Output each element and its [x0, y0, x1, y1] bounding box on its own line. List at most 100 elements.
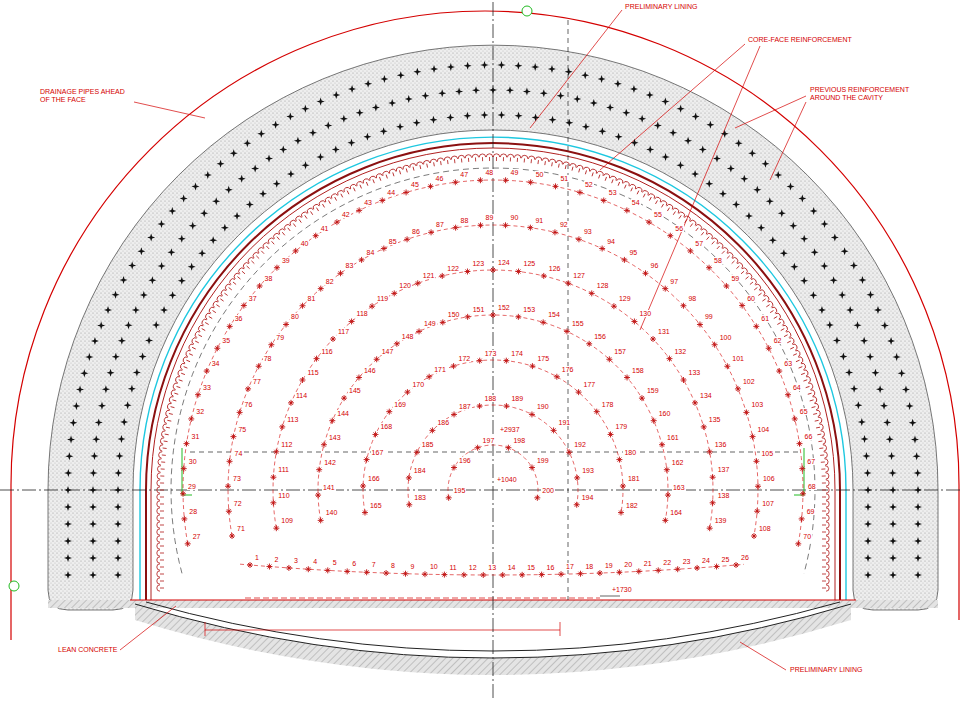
perimeter-hole: [472, 154, 479, 162]
reinforcement-star: [472, 86, 480, 94]
perimeter-hole: [157, 494, 164, 500]
hole-number: 124: [497, 259, 511, 266]
hole-number: 26: [740, 554, 750, 561]
hole-number: 29: [187, 483, 197, 490]
hole-number: 189: [510, 395, 524, 402]
hole-number: 90: [509, 214, 519, 221]
reinforcement-star: [854, 401, 862, 409]
hole-number: 116: [321, 348, 334, 355]
reinforcement-star: [889, 520, 897, 528]
perimeter-hole: [569, 163, 577, 172]
hole-number: 67: [806, 458, 816, 465]
reinforcement-star: [898, 369, 906, 377]
fibreglass-hole: [503, 358, 509, 364]
reinforcement-star: [413, 119, 421, 127]
reinforcement-star: [914, 503, 922, 511]
reinforcement-star: [114, 537, 122, 545]
perimeter-hole: [748, 277, 758, 286]
hole-number: 91: [534, 217, 544, 224]
reinforcement-star: [864, 486, 872, 494]
hole-number: 193: [581, 467, 595, 474]
perimeter-hole: [734, 261, 744, 271]
fibreglass-hole: [329, 418, 335, 424]
reinforcement-star: [89, 537, 97, 545]
hole-number: 163: [672, 484, 686, 491]
reinforcement-star: [157, 220, 165, 228]
hole-number: 159: [646, 387, 660, 394]
reinforcement-star: [69, 419, 77, 427]
hole-number: 59: [730, 275, 740, 282]
fibreglass-hole: [452, 179, 458, 185]
reinforcement-star: [148, 276, 156, 284]
fibreglass-hole: [257, 283, 263, 289]
callout-label: PRELIMINARY LINING: [790, 666, 863, 674]
leader-line: [134, 102, 205, 118]
reinforcement-star: [757, 224, 765, 232]
reinforcement-star: [380, 75, 388, 83]
reinforcement-star: [902, 386, 910, 394]
perimeter-hole: [693, 223, 702, 233]
hole-number: 198: [512, 437, 526, 444]
fibreglass-hole: [500, 572, 506, 578]
reinforcement-star: [265, 155, 273, 163]
reinforcement-star: [630, 85, 638, 93]
reinforcement-star: [833, 337, 841, 345]
hole-number: 98: [687, 295, 697, 302]
hole-number: 8: [390, 562, 396, 569]
perimeter-hole: [817, 430, 825, 438]
fibreglass-hole: [360, 483, 366, 489]
hole-number: 117: [337, 328, 350, 335]
perimeter-hole: [278, 228, 288, 238]
hole-number: 18: [584, 563, 594, 570]
perimeter-hole: [349, 183, 358, 192]
fibreglass-hole: [245, 386, 251, 392]
reinforcement-star: [839, 352, 847, 360]
reinforcement-star: [864, 537, 872, 545]
fibreglass-hole: [227, 458, 233, 464]
fibreglass-hole: [315, 492, 321, 498]
hole-number: 56: [674, 225, 684, 232]
reinforcement-star: [117, 435, 125, 443]
reinforcement-star: [790, 263, 798, 271]
fibreglass-hole: [576, 236, 582, 242]
fibreglass-hole: [356, 375, 362, 381]
perimeter-hole: [582, 166, 590, 175]
reinforcement-star: [669, 129, 677, 137]
hole-number: 137: [717, 466, 731, 473]
reinforcement-star: [114, 486, 122, 494]
hole-number: 107: [761, 500, 775, 507]
fibreglass-hole: [529, 363, 535, 369]
reinforcement-star: [124, 401, 132, 409]
reinforcement-star: [809, 291, 817, 299]
reinforcement-star: [107, 369, 115, 377]
reinforcement-star: [858, 276, 866, 284]
fibreglass-hole: [687, 248, 693, 254]
fibreglass-hole: [624, 207, 630, 213]
reinforcement-star: [810, 207, 818, 215]
fibreglass-hole: [283, 321, 289, 327]
perimeter-hole: [216, 294, 226, 303]
perimeter-hole: [283, 223, 292, 233]
fibreglass-hole: [188, 416, 194, 422]
hole-number: 75: [237, 426, 247, 433]
reinforcement-star: [866, 353, 874, 361]
fibreglass-hole: [639, 395, 645, 401]
perimeter-hole: [157, 557, 164, 563]
hole-number: 200: [541, 487, 555, 494]
reinforcement-star: [893, 353, 901, 361]
reinforcement-stars: [64, 61, 922, 579]
fibreglass-hole: [266, 564, 272, 570]
hole-number: 55: [653, 211, 663, 218]
reinforcement-star: [887, 337, 895, 345]
reinforcement-star: [65, 452, 73, 460]
reinforcement-star: [64, 537, 72, 545]
reinforcement-star: [861, 435, 869, 443]
perimeter-hole: [157, 571, 164, 577]
reinforcement-star: [721, 130, 729, 138]
reinforcement-star: [67, 435, 75, 443]
fibreglass-hole: [664, 467, 670, 473]
fibreglass-hole: [321, 442, 327, 448]
fibreglass-hole: [286, 565, 292, 571]
reinforcement-star: [867, 291, 875, 299]
